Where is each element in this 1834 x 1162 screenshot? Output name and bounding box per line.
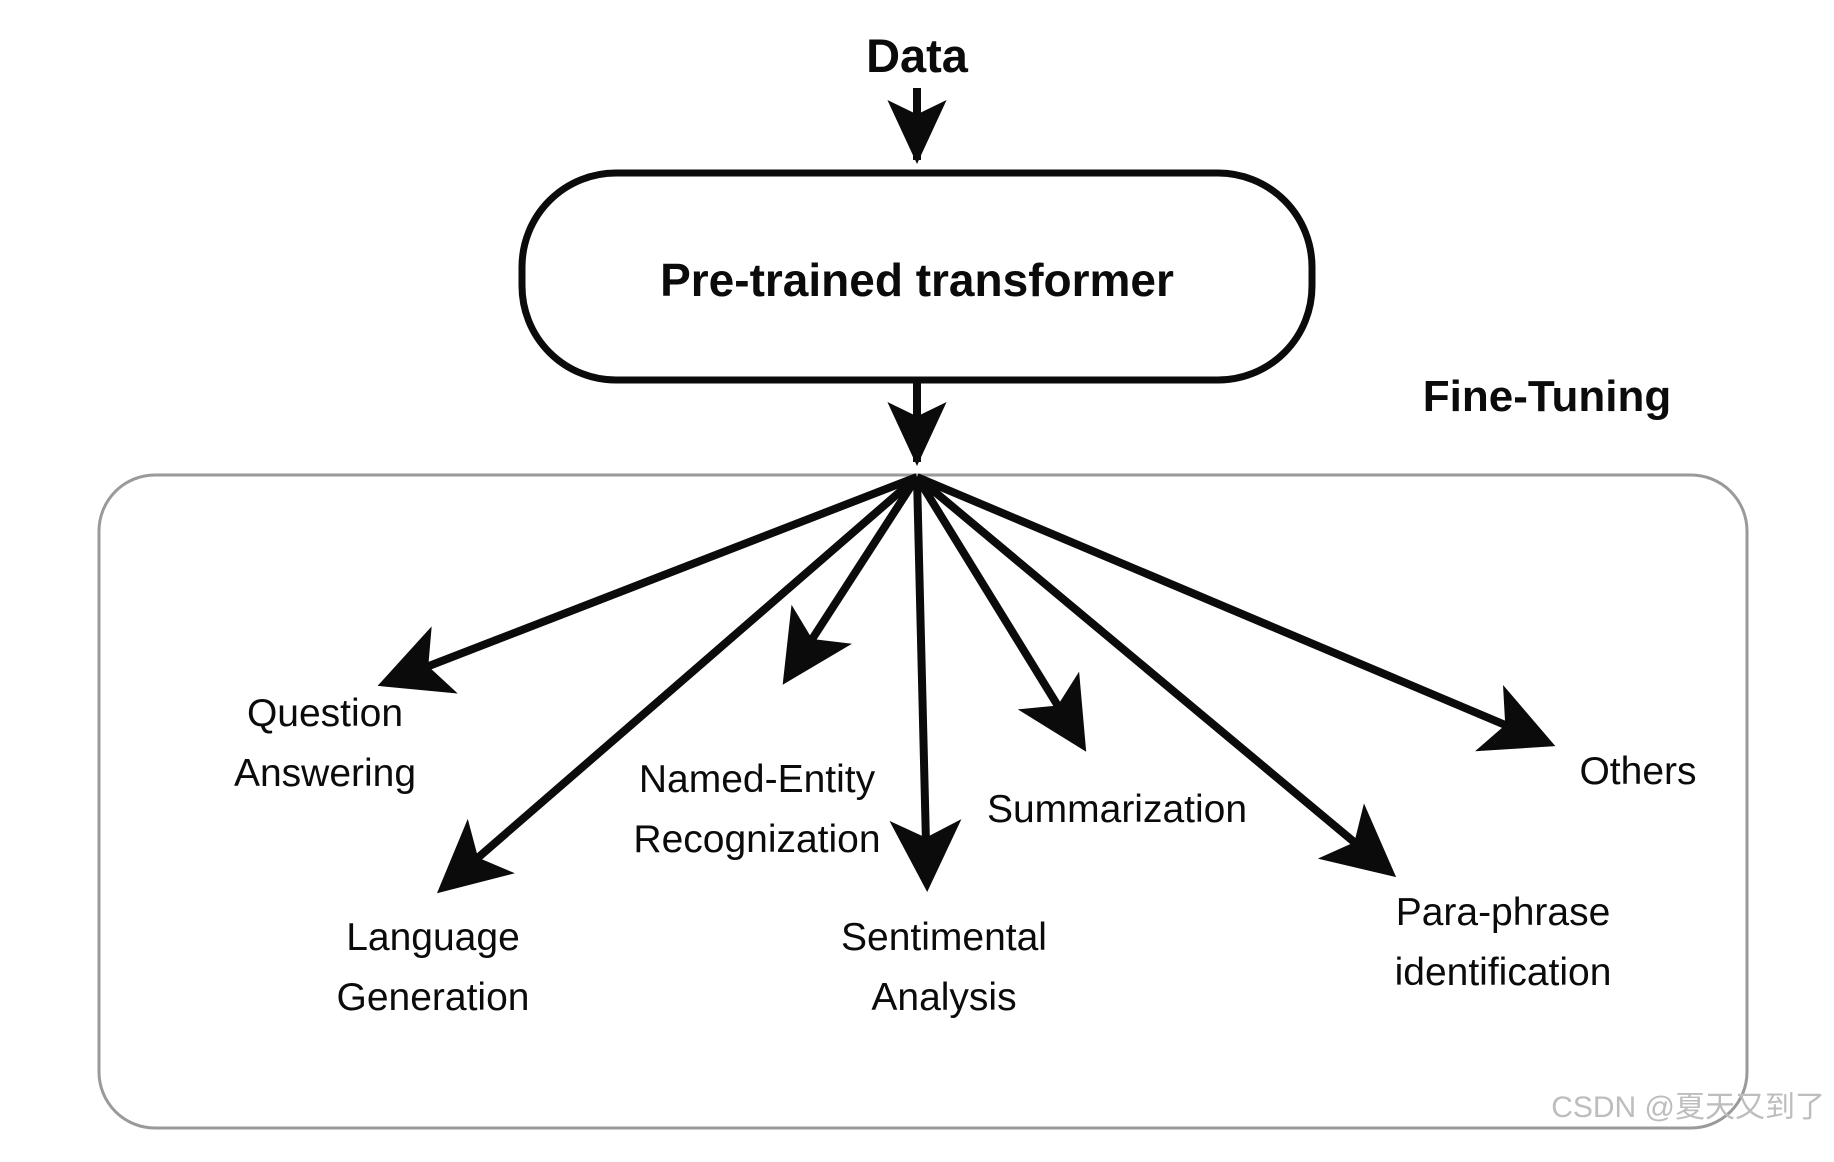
task-line-1: Named-Entity <box>639 758 876 801</box>
task-line-2: Analysis <box>871 976 1016 1019</box>
task-line-1: Question <box>247 692 403 735</box>
task-label-others: Others <box>1579 750 1696 793</box>
task-line-2: Recognization <box>633 818 880 861</box>
task-label-summarization: Summarization <box>987 788 1247 831</box>
arrow-to-others <box>915 473 1556 752</box>
pretrained-transformer-label: Pre-trained transformer <box>660 254 1174 306</box>
task-line-2: Answering <box>234 752 416 795</box>
task-line-1: Language <box>346 916 520 959</box>
arrow-to-para-phrase-identification <box>914 473 1397 878</box>
task-line-2: Generation <box>337 976 530 1019</box>
page-title: Data <box>866 29 969 82</box>
arrow-to-named-entity-recognition <box>782 474 921 685</box>
task-label-para-phrase-identification: Para-phrase identification <box>1395 891 1612 994</box>
task-line-1: Summarization <box>987 788 1247 831</box>
task-label-language-generation: Language Generation <box>337 916 530 1019</box>
fine-tuning-heading: Fine-Tuning <box>1423 372 1671 421</box>
task-line-1: Para-phrase <box>1396 891 1611 934</box>
arrow-to-question-answering <box>377 473 919 694</box>
task-label-question-answering: Question Answering <box>234 692 416 795</box>
arrow-to-language-generation <box>436 473 920 894</box>
csdn-watermark: CSDN @夏天又到了 <box>1551 1091 1825 1124</box>
arrow-to-summarization <box>913 474 1087 752</box>
task-line-2: identification <box>1395 951 1612 994</box>
arrow-to-sentimental-analysis <box>889 476 962 892</box>
task-label-named-entity-recognition: Named-Entity Recognization <box>633 758 880 861</box>
task-line-1: Others <box>1579 750 1696 793</box>
fine-tuning-container <box>97 473 1749 1130</box>
task-label-sentimental-analysis: Sentimental Analysis <box>841 916 1047 1019</box>
task-line-1: Sentimental <box>841 916 1047 959</box>
